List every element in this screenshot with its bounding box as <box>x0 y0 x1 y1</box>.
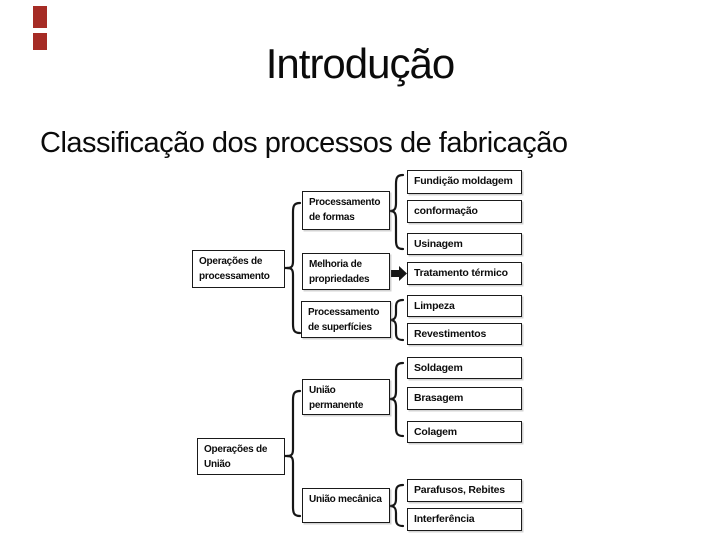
brace-operacoes-processamento <box>286 201 302 335</box>
node-usinagem: Usinagem <box>407 233 522 255</box>
brace-processamento-formas <box>389 173 405 251</box>
node-parafusos-rebites: Parafusos, Rebites <box>407 479 522 502</box>
node-soldagem: Soldagem <box>407 357 522 379</box>
node-operacoes-de-uniao: Operações de União <box>197 438 285 475</box>
slide-subtitle: Classificação dos processos de fabricaçã… <box>40 127 568 159</box>
node-conformacao: conformação <box>407 200 522 223</box>
brace-processamento-superficies <box>389 298 405 342</box>
node-interferencia: Interferência <box>407 508 522 531</box>
node-processamento-de-superficies: Processamento de superfícies <box>301 301 391 338</box>
accent-bar-top <box>33 6 47 28</box>
node-revestimentos: Revestimentos <box>407 323 522 345</box>
arrow-tratamento-termico <box>391 266 407 281</box>
node-brasagem: Brasagem <box>407 387 522 410</box>
node-uniao-mecanica: União mecânica <box>302 488 390 523</box>
slide-title: Introdução <box>265 40 455 87</box>
brace-uniao-permanente <box>389 361 405 438</box>
node-operacoes-de-processamento: Operações de processamento <box>192 250 285 288</box>
node-uniao-permanente: União permanente <box>302 379 390 415</box>
accent-bar-bottom <box>33 33 47 50</box>
node-limpeza: Limpeza <box>407 295 522 317</box>
brace-uniao-mecanica <box>389 483 405 528</box>
node-processamento-de-formas: Processamento de formas <box>302 191 390 230</box>
node-colagem: Colagem <box>407 421 522 443</box>
brace-operacoes-uniao <box>286 389 302 518</box>
node-fundicao-moldagem: Fundição moldagem <box>407 170 522 194</box>
node-tratamento-termico: Tratamento térmico <box>407 262 522 285</box>
node-melhoria-de-propriedades: Melhoria de propriedades <box>302 253 390 290</box>
